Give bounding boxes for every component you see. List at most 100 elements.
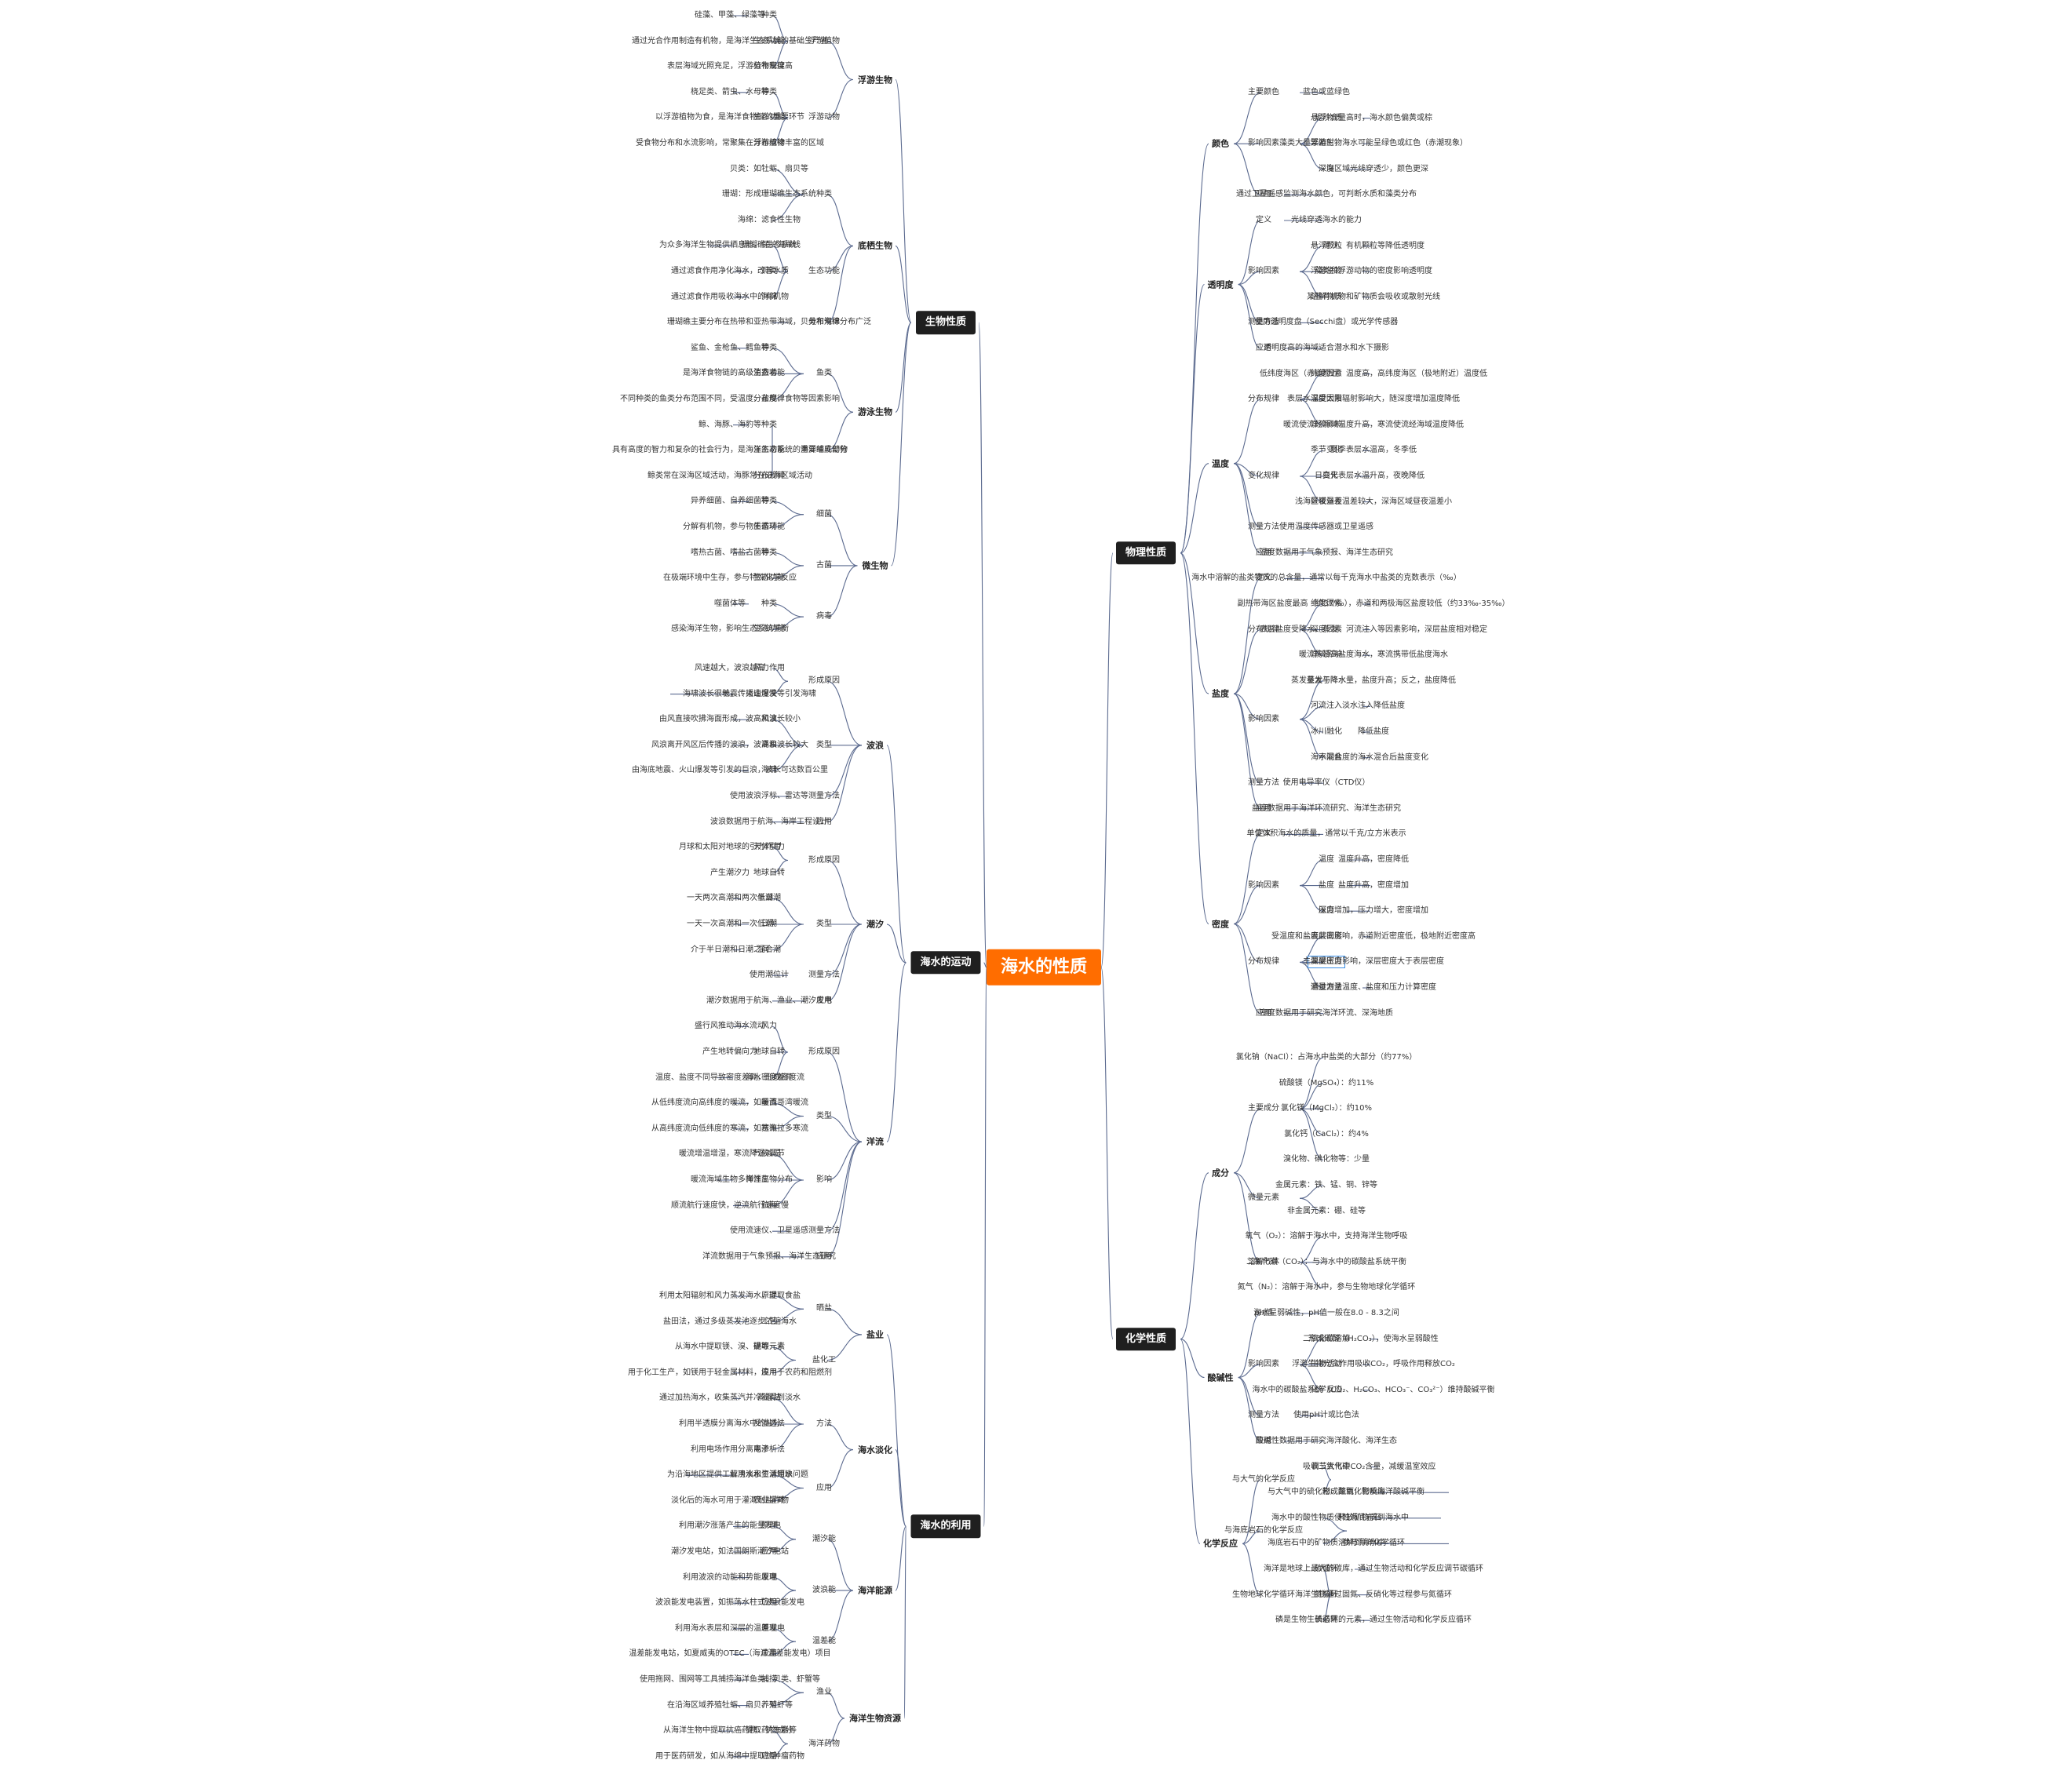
topic-node[interactable]: 生态功能 — [753, 36, 785, 46]
topic-node[interactable]: 蒸发与降水 — [1307, 676, 1346, 685]
topic-node[interactable]: 溶解物质 — [1311, 292, 1342, 301]
topic-node[interactable]: 测量方法 — [1248, 318, 1279, 327]
topic-node[interactable]: 季节变化 — [1311, 446, 1342, 455]
topic-node[interactable]: 盐化工 — [812, 1355, 836, 1365]
topic-node[interactable]: 影响因素 — [1248, 1360, 1279, 1369]
topic-node[interactable]: 分布规律 — [753, 62, 785, 71]
topic-node[interactable]: 利用波浪的动能和势能发电 — [683, 1572, 777, 1582]
topic-node[interactable]: 纬度因素 — [1311, 599, 1342, 608]
topic-node[interactable]: 使用流速仪、卫星遥感 — [730, 1226, 808, 1236]
topic-node[interactable]: 类型 — [816, 740, 832, 749]
topic-node[interactable]: 硅藻、甲藻、绿藻等 — [695, 11, 765, 20]
topic-node[interactable]: 具有高度的智力和复杂的社会行为，是海洋生态系统的重要组成部分 — [612, 446, 848, 455]
topic-node[interactable]: 氧气（O₂）：溶解于海水中，支持海洋生物呼吸 — [1245, 1232, 1408, 1241]
topic-node[interactable]: 原理 — [761, 1572, 777, 1582]
topic-node[interactable]: 释放矿物质到海水中 — [1338, 1513, 1409, 1522]
topic-node[interactable]: 变化规律 — [1248, 472, 1279, 480]
topic-node[interactable]: 应用 — [1256, 1437, 1271, 1445]
topic-node[interactable]: 暖流携带高盐度海水，寒流携带低盐度海水 — [1299, 650, 1448, 660]
topic-node[interactable]: 透明度高的海域适合潜水和水下摄影 — [1264, 344, 1389, 352]
topic-node[interactable]: 盐度数据用于海洋环流研究、海洋生态研究 — [1252, 803, 1401, 813]
topic-node[interactable]: 暖流增温增湿，寒流降温减湿 — [679, 1150, 781, 1159]
topic-node[interactable]: 分布规律 — [753, 395, 785, 403]
topic-node[interactable]: 与大气中的硫化物、氮氧化物反应 — [1268, 1488, 1385, 1497]
topic-node[interactable]: 影响因素 — [1248, 139, 1279, 148]
topic-node[interactable]: 低纬度海区（赤道附近）温度高，高纬度海区（极地附近）温度低 — [1260, 369, 1487, 378]
topic-node[interactable]: 风力 — [761, 1022, 777, 1031]
topic-node[interactable]: 海水中的酸性物质侵蚀海底岩石 — [1271, 1513, 1381, 1522]
topic-node[interactable]: 应用 — [816, 817, 832, 826]
topic-node[interactable]: 温度 — [1319, 855, 1334, 864]
subtopic[interactable]: 潮汐 — [866, 919, 884, 930]
topic-node[interactable]: 温度升高，密度降低 — [1338, 855, 1409, 864]
topic-node[interactable]: 使用透明度盘（Secchi盘）或光学传感器 — [1254, 318, 1399, 327]
topic-node[interactable]: 通过测量温度、盐度和压力计算密度 — [1311, 983, 1436, 992]
topic-node[interactable]: 利用半透膜分离海水中的盐分 — [679, 1419, 781, 1428]
topic-node[interactable]: 使用潮位计 — [750, 971, 789, 980]
topic-node[interactable]: 日变化 — [1315, 472, 1338, 480]
topic-node[interactable]: 桡足类、箭虫、水母等 — [691, 87, 769, 97]
topic-node[interactable]: 测量方法 — [808, 792, 840, 800]
topic-node[interactable]: 贝类 — [761, 267, 777, 275]
topic-node[interactable]: 分布规律 — [808, 318, 840, 327]
topic-node[interactable]: 定义 — [1256, 216, 1271, 224]
topic-node[interactable]: 利用电场作用分离离子 — [691, 1445, 769, 1454]
topic-node[interactable]: 暖流海域生物多样性高 — [691, 1175, 769, 1184]
topic-node[interactable]: 盐度 — [1319, 880, 1334, 890]
topic-node[interactable]: 藻类和浮游动物的密度影响透明度 — [1315, 267, 1432, 276]
topic-node[interactable]: 地球自转 — [753, 1048, 785, 1056]
topic-node[interactable]: 海绵：滤食性生物 — [738, 215, 801, 224]
topic-node[interactable]: 与大气的化学反应 — [1232, 1474, 1295, 1484]
topic-node[interactable]: 捕捞 — [761, 1675, 777, 1684]
topic-node[interactable]: 生物活动 — [1311, 1360, 1342, 1369]
topic-node[interactable]: 种类 — [761, 548, 777, 557]
topic-node[interactable]: 生态功能 — [753, 446, 785, 455]
topic-node[interactable]: 种类 — [761, 343, 777, 352]
topic-node[interactable]: 洋流影响 — [1311, 650, 1342, 660]
topic-node[interactable]: 使用波浪浮标、雷达等 — [730, 792, 808, 800]
topic-node[interactable]: 海绵 — [761, 292, 777, 301]
topic-node[interactable]: 测量方法 — [1248, 778, 1279, 788]
topic-node[interactable]: 温度数据用于气象预报、海洋生态研究 — [1260, 548, 1393, 557]
topic-node[interactable]: 影响因素 — [1248, 880, 1279, 890]
topic-node[interactable]: 深海区域光线穿透少，颜色更深 — [1319, 164, 1428, 173]
topic-node[interactable]: 海水中溶解的盐类物质的总含量，通常以每千克海水中盐类的克数表示（‰） — [1191, 574, 1461, 583]
main-topic[interactable]: 海水的利用 — [910, 1514, 981, 1539]
topic-node[interactable]: 鲸、海豚、海豹等 — [699, 420, 761, 429]
topic-node[interactable]: 生态功能 — [753, 369, 785, 378]
subtopic[interactable]: 酸碱性 — [1207, 1372, 1234, 1383]
topic-node[interactable]: 珊瑚：形成珊瑚礁生态系统 — [722, 190, 816, 199]
topic-node[interactable]: 类型 — [816, 1111, 832, 1120]
topic-node[interactable]: 生物地球化学循环 — [1232, 1590, 1295, 1599]
topic-node[interactable]: 为众多海洋生物提供栖息地，保护海岸线 — [659, 241, 801, 250]
topic-node[interactable]: 泥沙、有机颗粒等降低透明度 — [1322, 241, 1424, 250]
topic-node[interactable]: 从海水中提取镁、溴、碘等元素 — [675, 1343, 785, 1352]
topic-node[interactable]: 生态功能 — [753, 625, 785, 634]
topic-node[interactable]: 二氧化碳（CO₂）：与海水中的碳酸盐系统平衡 — [1246, 1257, 1406, 1266]
topic-node[interactable]: 种类 — [761, 87, 777, 97]
topic-node[interactable]: 鲨鱼、金枪鱼、鳕鱼等 — [691, 343, 769, 352]
topic-node[interactable]: 生态功能 — [753, 523, 785, 531]
topic-node[interactable]: 温差能发电站，如夏威夷的OTEC（海洋温差能发电）项目 — [629, 1649, 831, 1659]
subtopic[interactable]: 浮游生物 — [858, 74, 892, 85]
topic-node[interactable]: 暖流 — [761, 1099, 777, 1108]
topic-node[interactable]: 用于化工生产，如镁用于轻金属材料，溴用于农药和阻燃剂 — [628, 1368, 832, 1377]
topic-node[interactable]: 磷循环 — [1315, 1616, 1338, 1625]
topic-node[interactable]: 珊瑚礁生态系统 — [742, 241, 797, 250]
topic-node[interactable]: 种类 — [761, 497, 777, 506]
topic-node[interactable]: 由风直接吹拂海面形成，波高和波长较小 — [659, 715, 801, 724]
topic-node[interactable]: 深度增加，压力增大，密度增加 — [1319, 906, 1428, 916]
topic-node[interactable]: 顺流航行速度快，逆流航行速度慢 — [671, 1201, 789, 1210]
topic-node[interactable]: 金属元素：铁、锰、铜、锌等 — [1275, 1181, 1377, 1190]
topic-node[interactable]: 提取药物成分 — [746, 1726, 793, 1736]
topic-node[interactable]: 混合潮 — [757, 945, 781, 954]
topic-node[interactable]: 利用太阳辐射和风力蒸发海水，提取食盐 — [659, 1292, 801, 1300]
topic-node[interactable]: 表层密度 — [1311, 931, 1342, 941]
topic-node[interactable]: 影响因素 — [1248, 267, 1279, 276]
topic-node[interactable]: 淡化后的海水可用于灌溉耐盐作物 — [671, 1496, 789, 1505]
topic-node[interactable]: 盛行风推动海水流动 — [695, 1022, 765, 1031]
root-topic[interactable]: 海水的性质 — [986, 949, 1102, 986]
topic-node[interactable]: 主要成分 — [1248, 1104, 1279, 1113]
topic-node[interactable]: 通过滤食作用吸收海水中的有机物 — [671, 292, 789, 301]
topic-node[interactable]: 压力 — [1319, 906, 1334, 916]
